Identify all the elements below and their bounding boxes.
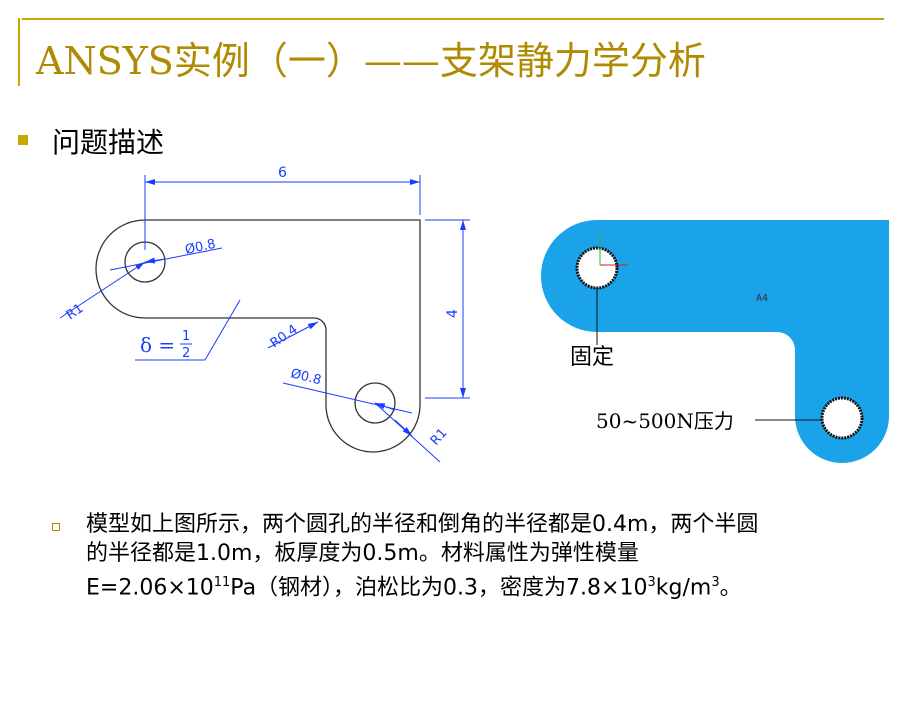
section-heading: 问题描述 <box>52 126 165 159</box>
slide-title: ANSYS实例（一）——支架静力学分析 <box>36 39 706 83</box>
thickness-symbol: δ = <box>140 333 175 357</box>
desc-line-3: E=2.06×1011Pa（钢材），泊松比为0.3，密度为7.8×103kg/m… <box>86 575 742 601</box>
description-text: 模型如上图所示，两个圆孔的半径和倒角的半径都是0.4m，两个半圆 的半径都是1.… <box>86 510 906 602</box>
desc-line-1: 模型如上图所示，两个圆孔的半径和倒角的半径都是0.4m，两个半圆 <box>86 512 759 537</box>
lower-hole <box>354 382 396 424</box>
bracket-outline <box>95 219 421 453</box>
dim-height-label: 4 <box>445 309 461 318</box>
model-hole-load <box>820 396 864 440</box>
desc-line-2: 的半径都是1.0m，板厚度为0.5m。材料属性为弹性模量 <box>86 541 639 566</box>
load-label: 50~500N压力 <box>596 409 734 433</box>
area-label: A4 <box>756 293 768 304</box>
hole1-dia-label: Ø0.8 <box>184 237 217 258</box>
thickness-den: 2 <box>182 346 190 361</box>
title-top-rule <box>22 18 884 20</box>
thickness-num: 1 <box>182 329 190 344</box>
title-left-rule <box>18 18 20 86</box>
hole2-dia-label: Ø0.8 <box>289 366 323 388</box>
model-body <box>541 220 889 463</box>
dim-width-label: 6 <box>278 165 287 181</box>
fixed-label: 固定 <box>570 345 614 370</box>
heading-bullet <box>18 135 28 145</box>
model-hole-fixed <box>575 246 619 290</box>
description-bullet <box>52 523 60 531</box>
